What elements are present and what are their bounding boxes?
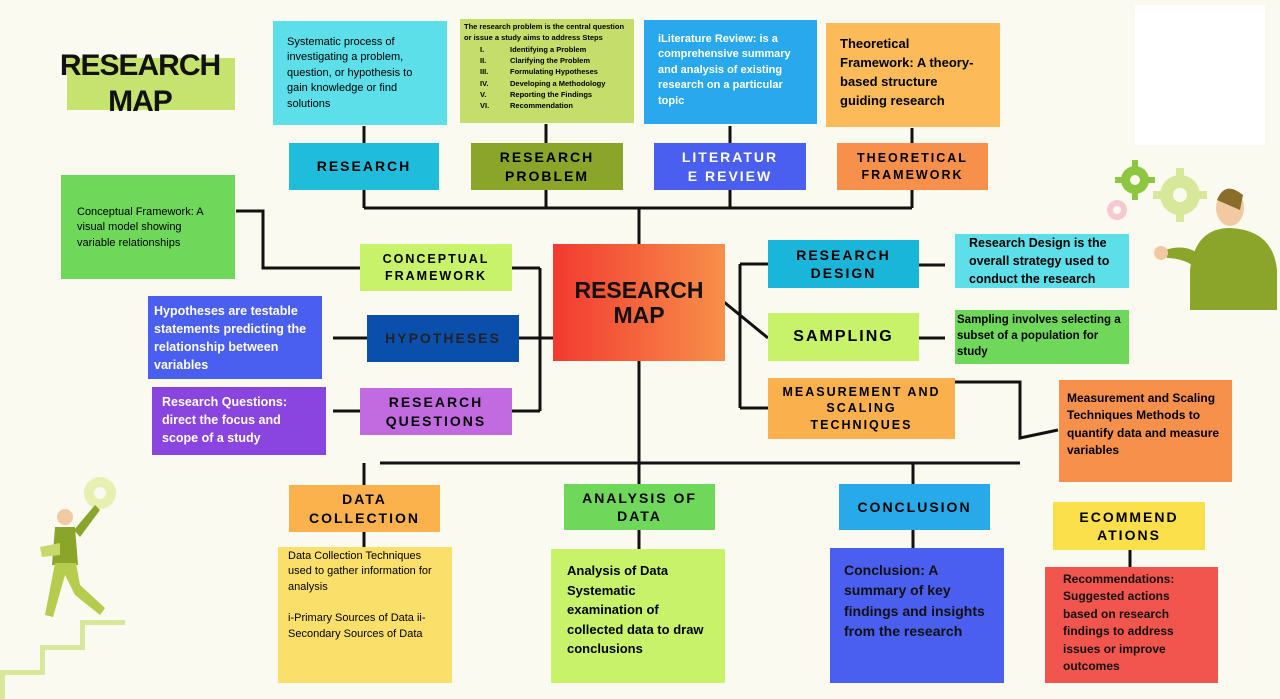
recommendations-desc: Recommendations: Suggested actions based…: [1045, 567, 1218, 683]
conclusion-desc: Conclusion: A summary of key findings an…: [830, 548, 1004, 683]
step-item: V.Reporting the Findings: [480, 89, 593, 99]
hypotheses-desc: Hypotheses are testable statements predi…: [148, 296, 322, 379]
sampling-desc: Sampling involves selecting a subset of …: [955, 310, 1129, 364]
literature-review-desc: iLiterature Review: is a comprehensive s…: [644, 20, 817, 124]
hypotheses-node[interactable]: HYPOTHESES: [367, 315, 519, 362]
research-questions-desc: Research Questions: direct the focus and…: [152, 387, 326, 455]
research-design-node[interactable]: RESEARCH DESIGN: [768, 240, 919, 288]
theoretical-framework-node[interactable]: THEORETICAL FRAMEWORK: [837, 143, 988, 190]
measurement-node[interactable]: MEASUREMENT AND SCALING TECHNIQUES: [768, 378, 955, 439]
center-line-1: RESEARCH: [574, 277, 704, 304]
analysis-of-data-node[interactable]: ANALYSIS OF DATA: [564, 484, 715, 530]
recommendations-node[interactable]: ECOMMEND ATIONS: [1053, 502, 1205, 550]
step-item: VI.Recommendation: [480, 101, 573, 110]
gear-icon: [84, 477, 116, 509]
step-item: IV.Developing a Methodology: [480, 78, 606, 88]
center-line-2: MAP: [613, 301, 665, 328]
center-node[interactable]: RESEARCH MAP: [553, 244, 725, 361]
blank-panel: [1135, 5, 1265, 145]
research-problem-desc: The research problem is the central ques…: [460, 19, 634, 123]
theoretical-framework-desc: Theoretical Framework: A theory-based st…: [826, 23, 1000, 127]
research-problem-steps: I.Identifying a Problem II.Clarifying th…: [464, 44, 630, 112]
conceptual-framework-desc: Conceptual Framework: A visual model sho…: [61, 175, 235, 279]
title-highlight: [67, 58, 235, 110]
data-collection-desc: Data Collection Techniques used to gathe…: [278, 547, 452, 683]
conclusion-node[interactable]: CONCLUSION: [839, 484, 990, 530]
data-collection-node[interactable]: DATA COLLECTION: [289, 485, 440, 532]
page-title: RESEARCH MAP: [45, 48, 235, 120]
measurement-desc: Measurement and Scaling Techniques Metho…: [1059, 380, 1232, 482]
research-questions-node[interactable]: RESEARCH QUESTIONS: [360, 388, 512, 435]
data-collection-desc-1: Data Collection Techniques used to gathe…: [288, 550, 432, 593]
research-problem-intro: The research problem is the central ques…: [464, 22, 625, 42]
research-desc: Systematic process of investigating a pr…: [273, 21, 447, 125]
analysis-of-data-desc: Analysis of Data Systematic examination …: [551, 549, 725, 683]
thinking-person-illustration: [1107, 160, 1277, 310]
step-item: II.Clarifying the Problem: [480, 56, 591, 65]
literature-review-node[interactable]: LITERATUR E REVIEW: [654, 143, 806, 190]
data-collection-desc-2: i-Primary Sources of Data ii-Secondary S…: [288, 612, 426, 640]
title-line-1: RESEARCH: [59, 49, 221, 82]
climbing-person-illustration: [0, 477, 125, 699]
gear-icon: [1107, 200, 1127, 220]
gear-icon: [1153, 168, 1207, 222]
step-item: I.Identifying a Problem: [480, 44, 587, 54]
research-design-desc: Research Design is the overall strategy …: [955, 234, 1129, 288]
sampling-node[interactable]: SAMPLING: [768, 313, 919, 361]
title-line-2: MAP: [108, 85, 173, 118]
conceptual-framework-node[interactable]: CONCEPTUAL FRAMEWORK: [360, 244, 512, 291]
step-item: III.Formulating Hypotheses: [480, 67, 598, 77]
research-node[interactable]: RESEARCH: [289, 143, 439, 190]
research-problem-node[interactable]: RESEARCH PROBLEM: [471, 143, 623, 190]
gear-icon: [1115, 160, 1155, 200]
